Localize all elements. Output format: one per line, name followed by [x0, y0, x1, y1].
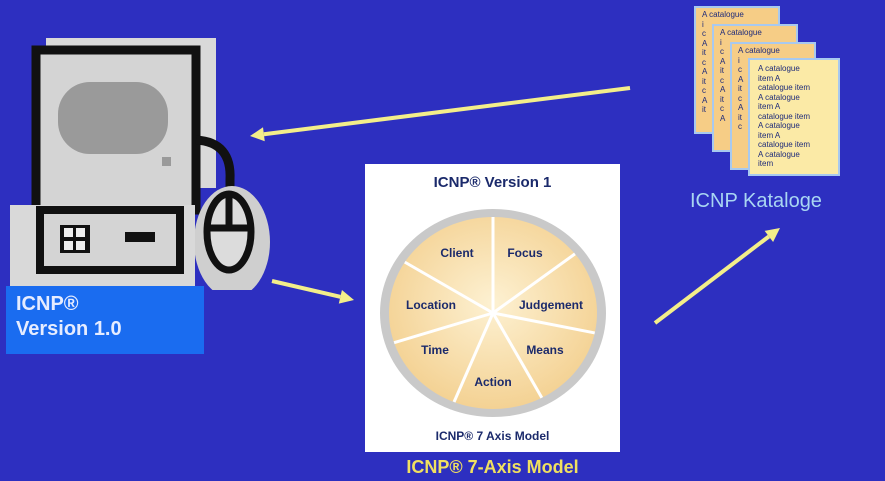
axis-label-means: Means — [526, 343, 564, 357]
axis-label-action: Action — [474, 375, 511, 389]
base-unit — [36, 206, 184, 274]
axis-label-focus: Focus — [507, 246, 543, 260]
catalog-line: A catalogue — [758, 64, 800, 73]
axis-label-judgement: Judgement — [519, 298, 583, 312]
catalog-caption: ICNP Kataloge — [690, 190, 822, 212]
computer-illustration — [10, 38, 270, 290]
catalog-line: item A — [758, 102, 781, 111]
wheel-spoke — [492, 311, 596, 335]
catalog-line: A catalogue — [758, 149, 800, 159]
axis-label-client: Client — [440, 246, 473, 260]
mouse-cable — [195, 135, 235, 198]
wheel-spoke — [404, 260, 494, 315]
wheel-spoke — [452, 312, 495, 403]
catalog-line: A catalogue — [758, 121, 800, 130]
catalog-line: item — [758, 159, 774, 168]
catalog-line: catalogue item — [758, 111, 811, 121]
arrow-model-to-catalog — [653, 228, 780, 325]
catalog-line: catalogue item — [758, 140, 811, 149]
catalog-line: A catalogue — [758, 92, 800, 102]
wheel-spoke — [393, 311, 494, 345]
version-label-line2: Version 1.0 — [16, 318, 122, 340]
mouse — [203, 190, 255, 274]
monitor-screen — [58, 82, 168, 154]
wheel-spokes — [393, 217, 596, 403]
catalog-line: item A — [758, 73, 781, 83]
wheel-spoke — [491, 312, 544, 399]
model-caption: ICNP® 7-Axis Model — [406, 457, 579, 477]
arrow-catalog-to-computer — [250, 86, 631, 142]
version-label-line1: ICNP® — [16, 293, 79, 315]
wheel-spoke — [492, 252, 576, 315]
axis-label-location: Location — [406, 298, 456, 312]
monitor-button — [162, 157, 171, 166]
version-label-box: ICNP® Version 1.0 — [6, 286, 204, 354]
model-footer: ICNP® 7 Axis Model — [435, 429, 550, 443]
model-title: ICNP® Version 1 — [433, 174, 552, 191]
catalog-line: item A — [758, 130, 781, 140]
floppy-slot — [125, 232, 155, 242]
axis-label-time: Time — [421, 343, 449, 357]
catalog-line: catalogue item — [758, 83, 811, 92]
